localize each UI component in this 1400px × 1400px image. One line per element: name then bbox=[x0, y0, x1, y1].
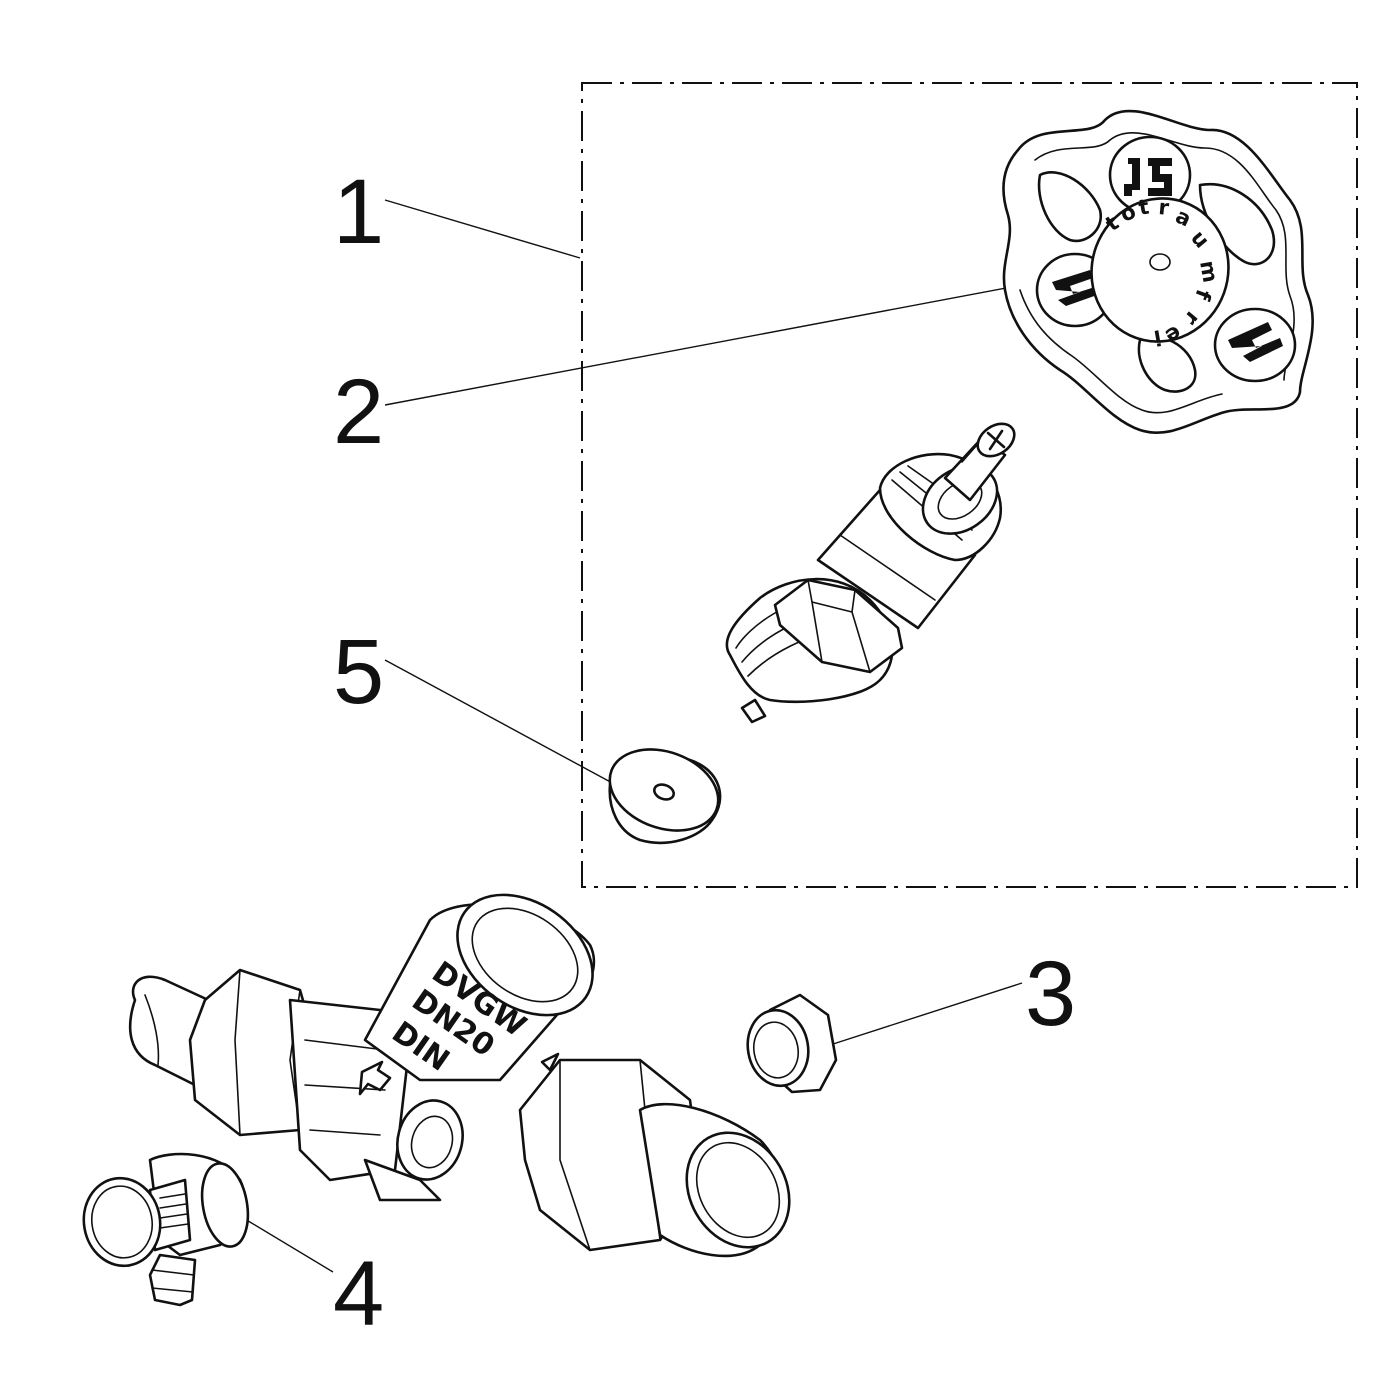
callout-label-3: 3 bbox=[1025, 943, 1076, 1045]
handwheel: t o t r a u m f r e i bbox=[1002, 109, 1314, 435]
cap-letter: m bbox=[1195, 259, 1222, 285]
callout-5: 5 bbox=[333, 621, 641, 799]
callout-2: 2 bbox=[333, 284, 1023, 463]
valve-body: DVGW DN20 DIN bbox=[128, 893, 791, 1258]
callout-label-1: 1 bbox=[333, 161, 384, 263]
callout-label-2: 2 bbox=[333, 361, 384, 463]
logo-medallion-right bbox=[1213, 307, 1297, 383]
washer bbox=[608, 748, 722, 845]
callout-label-4: 4 bbox=[333, 1243, 384, 1345]
callout-label-5: 5 bbox=[333, 621, 384, 723]
callout-3: 3 bbox=[829, 943, 1076, 1046]
callout-1: 1 bbox=[333, 161, 581, 263]
plug bbox=[746, 993, 838, 1094]
handwheel-cap: t o t r a u m f r e i bbox=[1090, 195, 1230, 350]
cap-letter: r bbox=[1158, 195, 1171, 220]
valve-headpiece bbox=[725, 422, 1016, 724]
cap-letter: t bbox=[1137, 195, 1151, 220]
callout-4: 4 bbox=[229, 1209, 384, 1345]
flow-arrow bbox=[358, 1060, 392, 1096]
cap-screw-hole bbox=[1149, 253, 1171, 271]
cap-letter: i bbox=[1152, 325, 1163, 350]
direction-triangle bbox=[540, 1052, 560, 1072]
drain-valve bbox=[82, 1152, 250, 1307]
assembly-frame bbox=[581, 82, 1358, 888]
